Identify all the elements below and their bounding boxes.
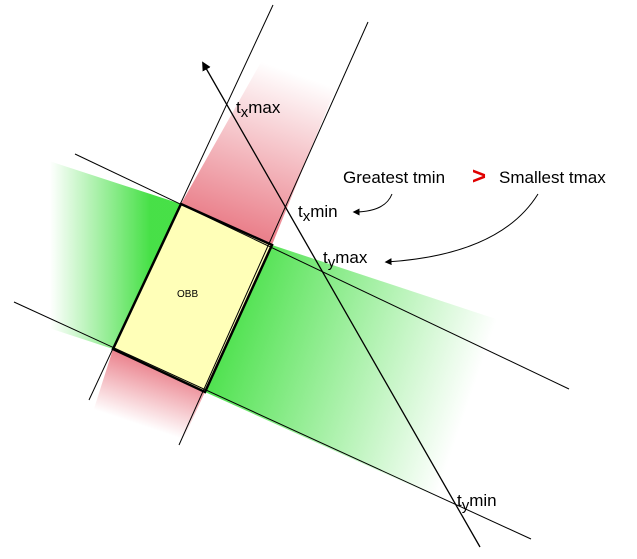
greatest-tmin-label: Greatest tmin bbox=[343, 168, 445, 187]
x-slab-top-region bbox=[181, 55, 345, 245]
tx-max-label: txmax bbox=[236, 98, 281, 121]
ty-max-label: tymax bbox=[323, 248, 368, 271]
tx-min-label: txmin bbox=[298, 202, 338, 225]
tmin-pointer-arrow bbox=[352, 193, 393, 216]
smallest-tmax-label: Smallest tmax bbox=[499, 168, 606, 187]
greater-than-symbol: > bbox=[472, 163, 486, 190]
ty-min-label: tymin bbox=[457, 491, 497, 514]
x-slab-left-line bbox=[88, 4, 274, 401]
ray-arrow bbox=[202, 61, 481, 548]
y-slab-right-region bbox=[205, 245, 505, 528]
tmax-pointer-arrow bbox=[384, 193, 539, 266]
x-slab-right-line bbox=[178, 21, 369, 446]
x-slab-bottom-region bbox=[92, 349, 205, 455]
y-slab-bottom-line bbox=[13, 301, 532, 540]
obb-label: OBB bbox=[177, 289, 198, 300]
